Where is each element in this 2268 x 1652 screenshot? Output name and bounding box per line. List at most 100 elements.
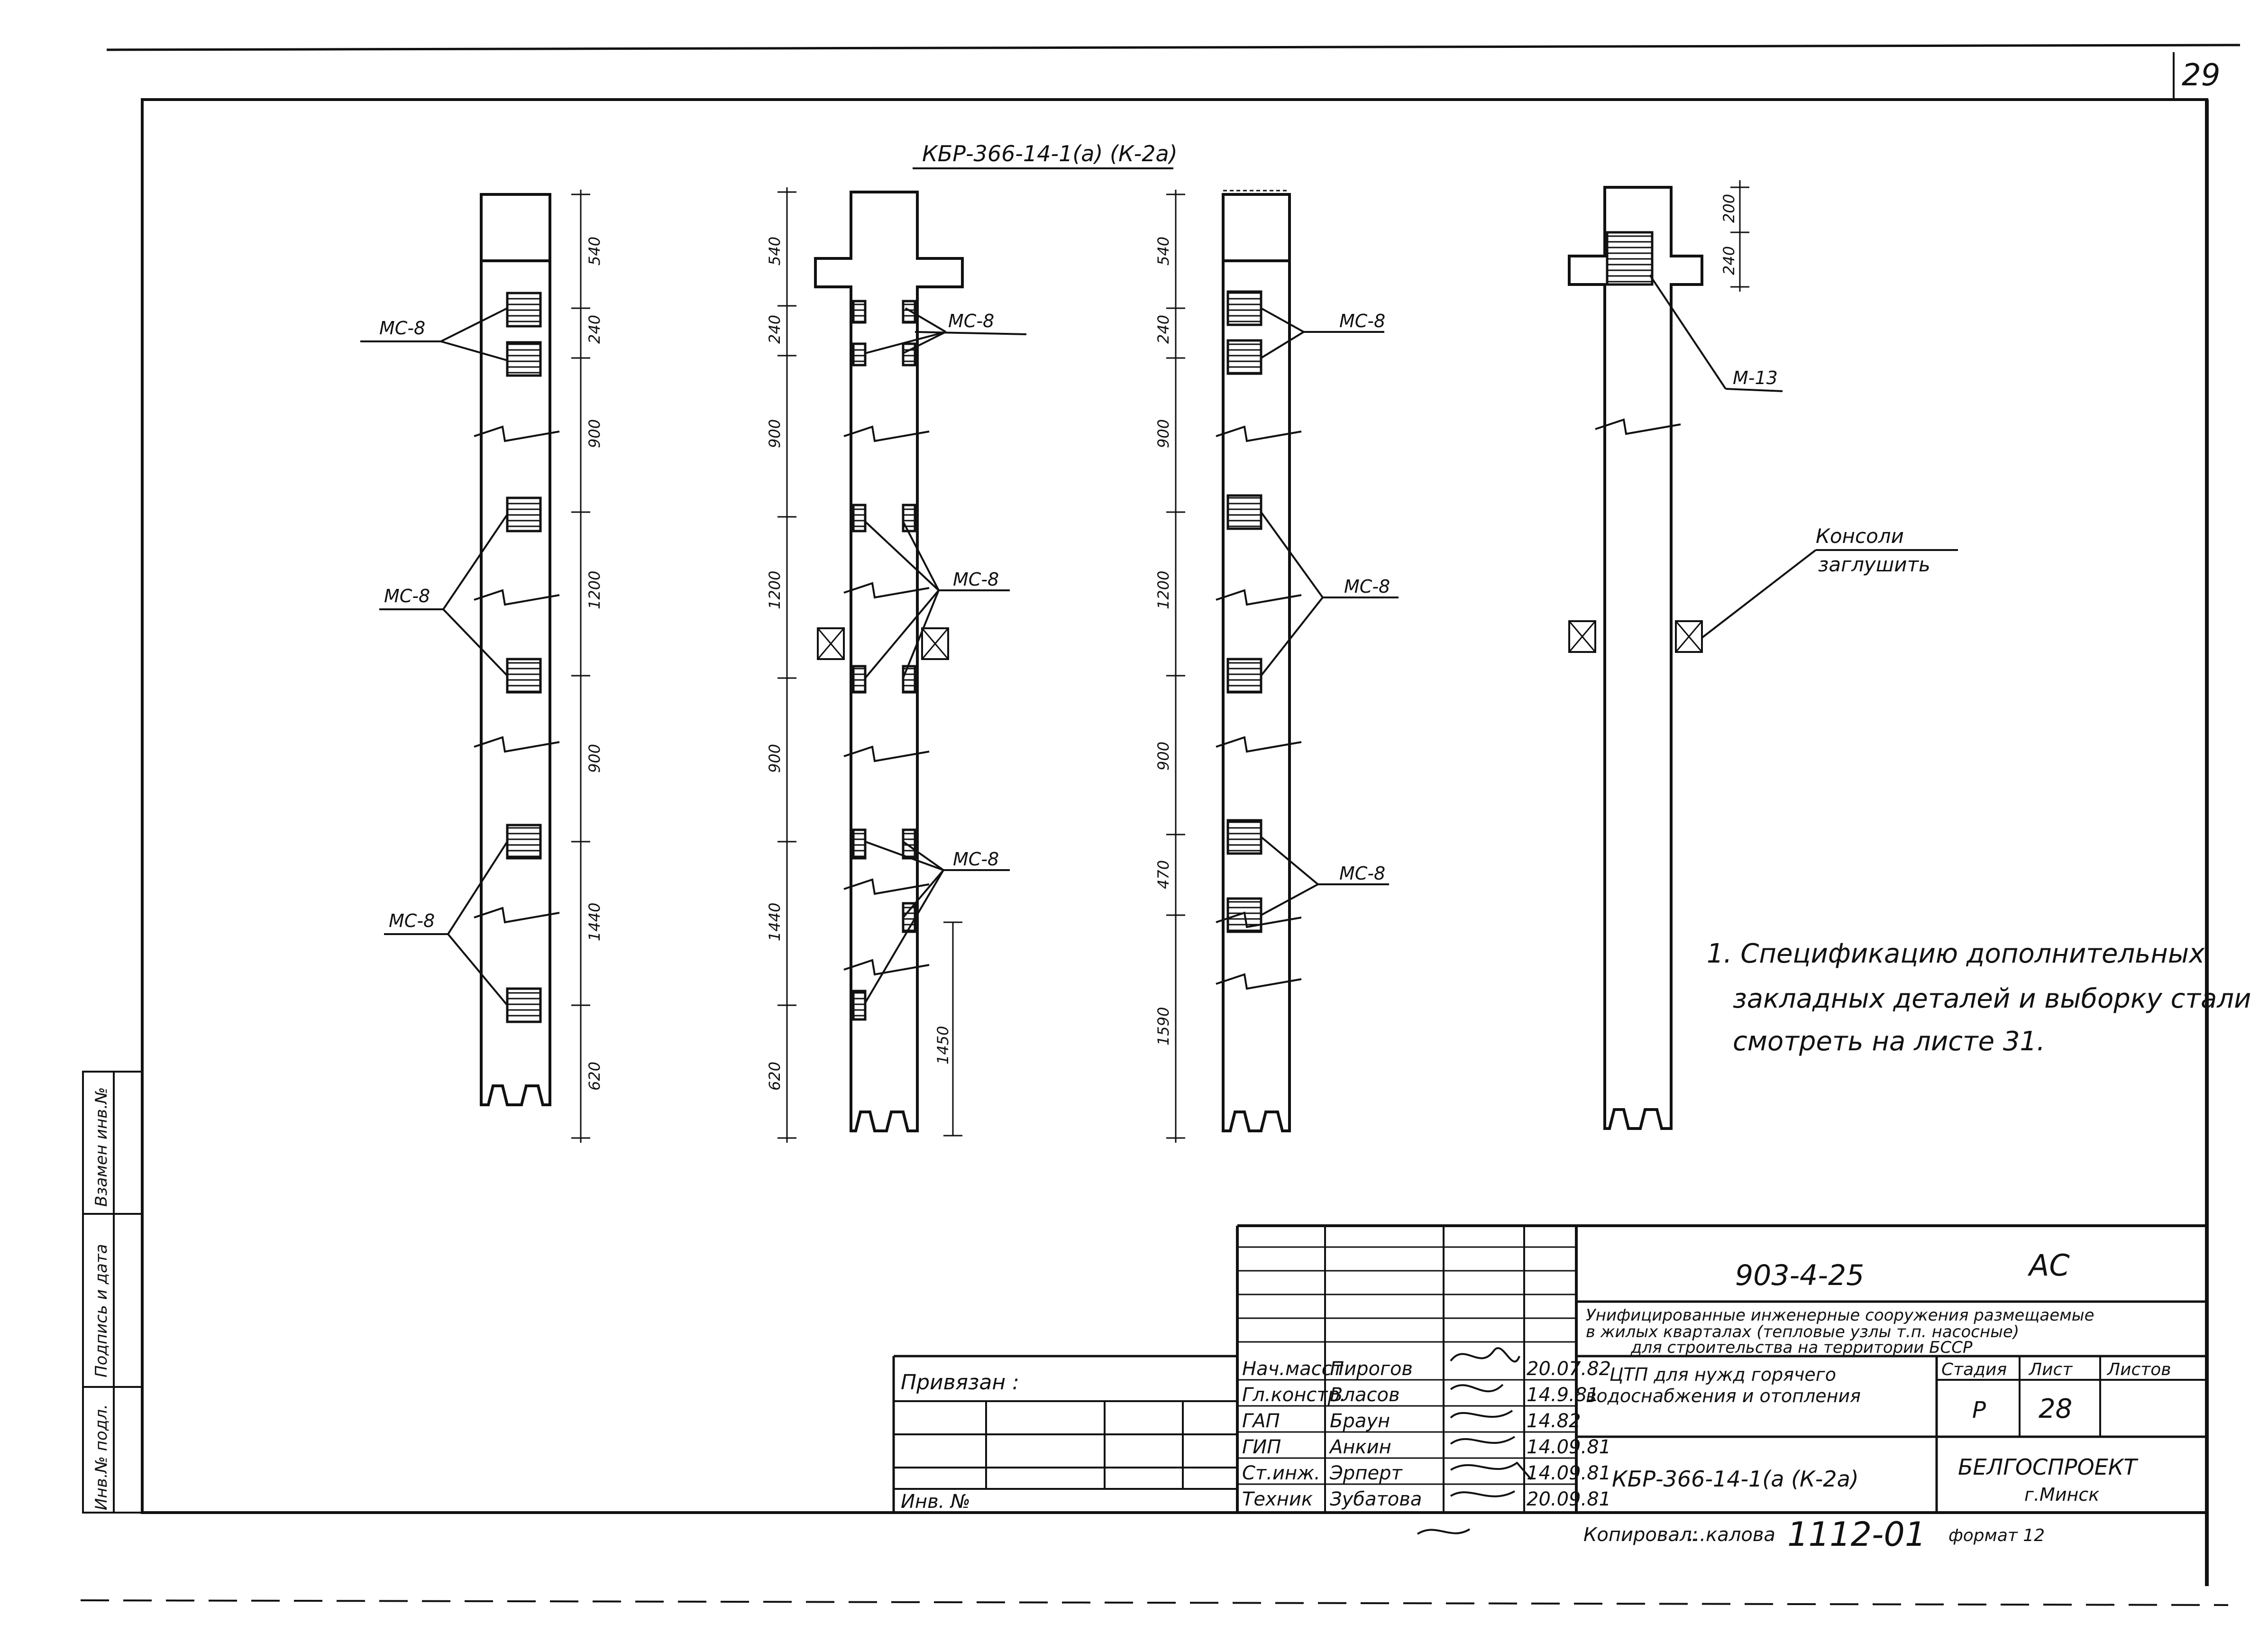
staff-date-1: 20.07.82 bbox=[1527, 1358, 1611, 1380]
staff-date-6: 20.09.81 bbox=[1527, 1488, 1611, 1510]
city: г.Минск bbox=[2024, 1484, 2099, 1505]
staff-date-2: 14.9.81 bbox=[1527, 1384, 1599, 1406]
dim-col1-1: 540 bbox=[585, 237, 604, 266]
dim-col4-1: 200 bbox=[1720, 194, 1738, 223]
dimension-line-col3 bbox=[1166, 190, 1185, 1143]
dim-col2-5: 900 bbox=[766, 744, 784, 773]
label-mc8-col2-top: МС-8 bbox=[948, 311, 994, 331]
sheet-value: 28 bbox=[2039, 1394, 2072, 1424]
handwritten-signatures bbox=[1417, 1347, 1532, 1535]
staff-date-4: 14.09.81 bbox=[1527, 1436, 1611, 1458]
embedded-plates-col3 bbox=[1226, 290, 1262, 933]
embedded-plate-m13 bbox=[1606, 231, 1654, 286]
dim-col2-6: 1440 bbox=[766, 903, 784, 941]
project-code: 903-4-25 bbox=[1735, 1259, 1864, 1292]
label-mc8-col1-top: МС-8 bbox=[379, 318, 425, 339]
dim-col2-3: 900 bbox=[766, 419, 784, 448]
dim-col1-5: 900 bbox=[585, 744, 604, 773]
project-name-line-2: в жилых кварталах (тепловые узлы т.п. на… bbox=[1586, 1322, 2019, 1341]
label-mc8-col3-top: МС-8 bbox=[1339, 311, 1385, 331]
dim-col2-7: 620 bbox=[766, 1062, 784, 1091]
dimension-text-col3: 540 240 900 1200 900 470 1590 bbox=[1154, 237, 1172, 1046]
drawing-title: КБР-366-14-1(а) (К-2а) bbox=[922, 141, 1178, 166]
staff-role-1: Нач.масст bbox=[1242, 1358, 1344, 1380]
side-stamp-inv: Инв.№ подл. bbox=[92, 1404, 111, 1510]
note-line-2: закладных деталей и выборку стали bbox=[1733, 983, 2251, 1014]
staff-role-4: ГИП bbox=[1242, 1436, 1281, 1458]
general-note: 1. Спецификацию дополнительных закладных… bbox=[1707, 938, 2251, 1057]
sheet-name-line-2: водоснабжения и отопления bbox=[1586, 1386, 1861, 1406]
label-mc8-col1-mid: МС-8 bbox=[384, 586, 430, 606]
leaders-col4 bbox=[1649, 274, 1958, 639]
embedded-plates-col1 bbox=[506, 292, 542, 1023]
stage-value: Р bbox=[1972, 1397, 1986, 1423]
dim-col3-6: 470 bbox=[1154, 860, 1172, 889]
staff-name-5: Эрперт bbox=[1329, 1462, 1403, 1484]
label-consoles-line2: заглушить bbox=[1818, 553, 1930, 576]
dim-col2-1: 540 bbox=[766, 237, 784, 266]
dimension-text-col1: 540 240 900 1200 900 1440 620 bbox=[585, 237, 604, 1091]
staff-name-6: Зубатова bbox=[1330, 1488, 1422, 1510]
title-block-grid bbox=[892, 1224, 2207, 1513]
leaders-col3 bbox=[1260, 307, 1399, 916]
column-elevation-4 bbox=[1568, 186, 1703, 1130]
staff-name-3: Браун bbox=[1330, 1410, 1390, 1432]
dimension-text-col2: 540 240 900 1200 900 1440 620 1450 bbox=[766, 237, 952, 1091]
dim-col3-3: 900 bbox=[1154, 419, 1172, 448]
column-header-sheet: Лист bbox=[2028, 1360, 2073, 1379]
project-name-line-3: для строительства на территории БССР bbox=[1630, 1338, 1973, 1357]
dim-col2-8: 1450 bbox=[934, 1026, 952, 1065]
dim-col3-2: 240 bbox=[1154, 315, 1172, 344]
staff-name-2: Власов bbox=[1330, 1384, 1400, 1406]
column-header-sheets: Листов bbox=[2106, 1360, 2171, 1379]
column-elevation-1 bbox=[474, 193, 560, 1106]
dim-col2-4: 1200 bbox=[766, 571, 784, 609]
column-header-stage: Стадия bbox=[1941, 1360, 2007, 1379]
staff-role-5: Ст.инж. bbox=[1242, 1462, 1320, 1484]
inventory-label: Инв. № bbox=[901, 1491, 970, 1513]
document-number: 1112-01 bbox=[1787, 1515, 1926, 1554]
embedded-plates-col2 bbox=[852, 300, 916, 1021]
leaders-col1 bbox=[360, 307, 508, 1006]
organization: БЕЛГОСПРОЕКТ bbox=[1958, 1454, 2139, 1480]
dim-col1-3: 900 bbox=[585, 419, 604, 448]
staff-role-3: ГАП bbox=[1242, 1410, 1280, 1432]
side-stamp-replaced: Взамен инв.№ bbox=[92, 1087, 111, 1207]
dim-col1-6: 1440 bbox=[585, 903, 604, 941]
dimension-line-col2 bbox=[777, 187, 962, 1143]
side-stamp bbox=[82, 1071, 143, 1514]
staff-role-2: Гл.констр. bbox=[1242, 1384, 1346, 1406]
dimension-text-col4: 200 240 bbox=[1720, 194, 1738, 275]
staff-rows: Нач.масст Пирогов 20.07.82 Гл.констр. Вл… bbox=[1242, 1358, 1611, 1510]
staff-name-4: Анкин bbox=[1328, 1436, 1391, 1458]
label-m13: М-13 bbox=[1733, 367, 1778, 388]
label-mc8-col3-bottom: МС-8 bbox=[1339, 863, 1385, 884]
dimension-line-col1 bbox=[571, 190, 590, 1143]
side-stamp-signature: Подпись и дата bbox=[92, 1244, 111, 1377]
project-name-line-1: Унифицированные инженерные сооружения ра… bbox=[1586, 1306, 2094, 1325]
discipline: АС bbox=[2027, 1248, 2070, 1283]
sheet-name-line-1: ЦТП для нужд горячего bbox=[1610, 1364, 1836, 1385]
dimension-line-col4 bbox=[1730, 180, 1749, 292]
dim-col3-5: 900 bbox=[1154, 742, 1172, 771]
dim-col1-7: 620 bbox=[585, 1062, 604, 1091]
copied-label: Копировал: bbox=[1583, 1524, 1698, 1546]
note-line-3: смотреть на листе 31. bbox=[1733, 1026, 2045, 1057]
label-consoles-line1: Консоли bbox=[1816, 524, 1904, 548]
staff-date-5: 14.09.81 bbox=[1527, 1462, 1611, 1484]
dim-col3-4: 1200 bbox=[1154, 571, 1172, 609]
column-elevation-3 bbox=[1216, 190, 1302, 1132]
label-mc8-col1-bottom: МС-8 bbox=[389, 910, 435, 931]
bound-label: Привязан : bbox=[901, 1370, 1019, 1395]
format-label: формат 12 bbox=[1948, 1526, 2045, 1545]
note-line-1: 1. Спецификацию дополнительных bbox=[1707, 938, 2205, 969]
staff-date-3: 14.82 bbox=[1527, 1410, 1581, 1432]
label-mc8-col2-bottom: МС-8 bbox=[953, 849, 999, 870]
dim-col3-1: 540 bbox=[1154, 237, 1172, 266]
copier-name: ...калова bbox=[1688, 1524, 1775, 1546]
label-mc8-col3-mid: МС-8 bbox=[1344, 576, 1390, 597]
dim-col3-7: 1590 bbox=[1154, 1007, 1172, 1046]
dim-col4-2: 240 bbox=[1720, 246, 1738, 275]
column-elevation-2 bbox=[814, 191, 964, 1132]
